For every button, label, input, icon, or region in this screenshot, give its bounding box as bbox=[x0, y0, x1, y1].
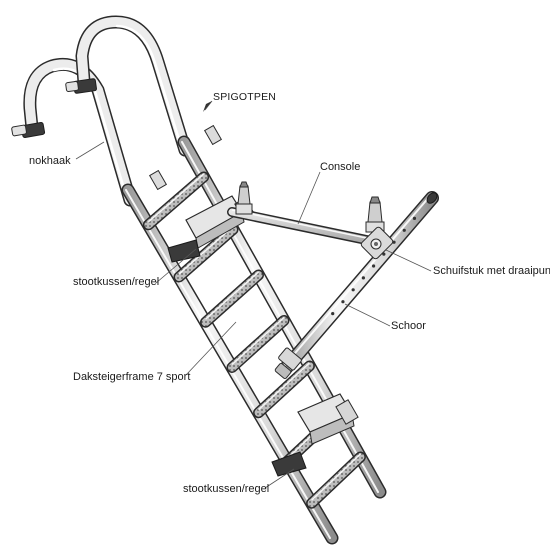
brace-hole bbox=[382, 252, 386, 256]
label-schuifstuk: Schuifstuk met draaipunt bbox=[433, 265, 550, 277]
label-console: Console bbox=[320, 161, 361, 173]
brace-hole bbox=[361, 276, 365, 280]
spigotpen-arrow bbox=[203, 101, 212, 112]
spigot-joints bbox=[148, 124, 223, 191]
console-spigot-right bbox=[365, 196, 385, 233]
ladder-rungs bbox=[142, 171, 366, 509]
console-tube bbox=[227, 207, 381, 247]
label-spigotpen: SPIGOTPEN bbox=[213, 91, 277, 103]
ladder-rung bbox=[226, 315, 290, 373]
brace-hole bbox=[351, 288, 355, 292]
ladder-rung bbox=[173, 224, 239, 283]
ladder-rung bbox=[253, 360, 315, 419]
brace-schoor bbox=[279, 191, 439, 375]
sliding-pivot-coupler bbox=[360, 226, 394, 260]
brace-hole bbox=[402, 228, 406, 232]
label-schoor: Schoor bbox=[391, 320, 426, 332]
ladder-rung bbox=[306, 451, 366, 509]
brace-clamp bbox=[274, 347, 302, 380]
ladder-rung bbox=[142, 171, 210, 231]
brace-hole bbox=[341, 300, 345, 304]
brace-hole bbox=[412, 216, 417, 220]
leader-lines bbox=[75, 100, 432, 489]
brace-hole bbox=[331, 312, 335, 316]
brace-hole bbox=[372, 264, 376, 268]
label-stootkussen-bottom: stootkussen/regel bbox=[183, 483, 270, 495]
ladder-rung bbox=[200, 269, 264, 328]
buffer-bracket-bottom bbox=[271, 393, 359, 477]
ridge-hook-back bbox=[65, 15, 192, 157]
console-spigot-left bbox=[235, 181, 253, 215]
label-daksteigerframe: Daksteigerframe 7 sport bbox=[73, 371, 191, 383]
label-stootkussen-top: stootkussen/regel bbox=[73, 276, 160, 288]
label-nokhaak: nokhaak bbox=[29, 155, 71, 167]
